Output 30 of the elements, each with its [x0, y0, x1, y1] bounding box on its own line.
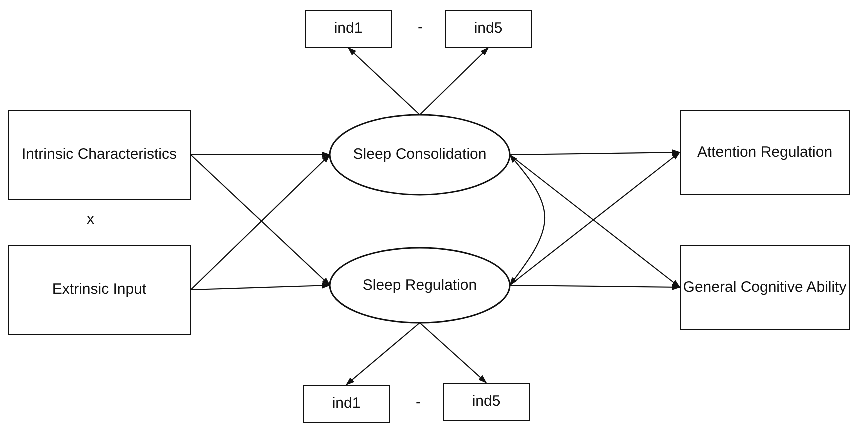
- node-label: ind5: [474, 19, 503, 39]
- arrow: [420, 322, 488, 384]
- indicator-box: [305, 10, 392, 48]
- node-label: ind1: [334, 19, 363, 39]
- separator-label: -: [416, 394, 421, 411]
- node-label: Intrinsic Characteristics: [22, 145, 178, 165]
- curved-arrow: [509, 154, 546, 286]
- indicator-box: [443, 383, 530, 421]
- separator-label: -: [418, 19, 423, 36]
- node-label: ind5: [472, 392, 501, 412]
- node-label: Sleep Consolidation: [353, 145, 487, 165]
- node-label: Attention Regulation: [697, 142, 833, 162]
- indicator-box: [445, 10, 532, 48]
- arrow: [348, 47, 420, 116]
- node-label: Sleep Regulation: [362, 276, 478, 296]
- arrow: [191, 152, 331, 158]
- indicator-box: [680, 245, 850, 330]
- arrow: [346, 322, 420, 386]
- arrow: [420, 47, 490, 116]
- node-label: General Cognitive Ability: [683, 278, 847, 298]
- node-label: Extrinsic Input: [52, 280, 147, 300]
- separator-label: x: [87, 211, 94, 228]
- arrow: [510, 284, 681, 290]
- indicator-box: [8, 110, 191, 200]
- arrow: [510, 150, 681, 156]
- indicator-box: [680, 110, 850, 195]
- indicator-box: [303, 385, 390, 423]
- arrow: [190, 282, 331, 291]
- indicator-box: [8, 245, 191, 335]
- node-label: ind1: [332, 394, 361, 414]
